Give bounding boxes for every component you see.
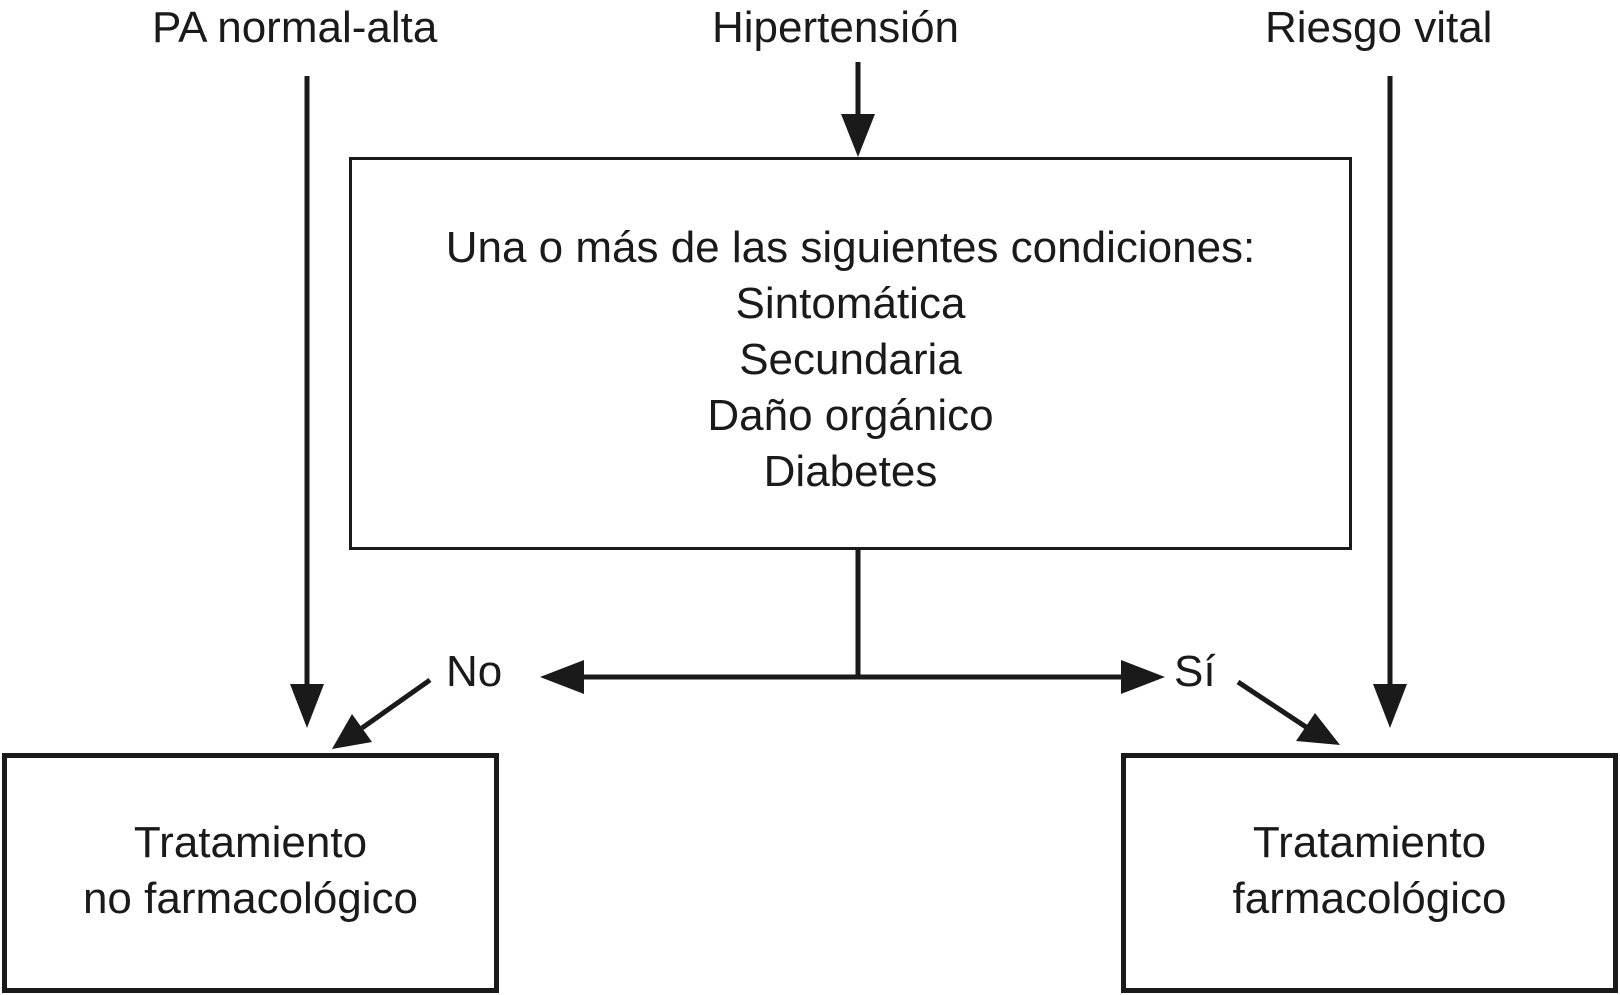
branch-label-si: Sí: [1174, 647, 1216, 696]
arrowhead-si: [1121, 660, 1165, 694]
decision-heading: Una o más de las siguientes condiciones:: [445, 223, 1256, 272]
outcome-text: Tratamiento farmacológico: [1126, 815, 1613, 927]
outcome-line: no farmacológico: [82, 874, 419, 923]
input-label-riesgo-vital: Riesgo vital: [1265, 3, 1493, 52]
outcome-line: farmacológico: [1232, 874, 1507, 923]
outcome-line: Tratamiento: [133, 818, 368, 867]
condition-item: Diabetes: [763, 447, 938, 496]
arrowhead-no: [540, 660, 584, 694]
decision-box: Una o más de las siguientes condiciones:…: [349, 157, 1352, 550]
outcome-box-non-pharmacological: Tratamiento no farmacológico: [2, 753, 499, 993]
outcome-line: Tratamiento: [1252, 818, 1487, 867]
arrowhead-si-diagonal: [1296, 713, 1340, 745]
arrowhead-middle-input: [841, 114, 875, 157]
arrow-si-diagonal: [1236, 679, 1308, 730]
condition-item: Sintomática: [735, 279, 966, 328]
arrowhead-no-diagonal: [332, 714, 372, 749]
input-label-pa-normal-alta: PA normal-alta: [152, 3, 438, 52]
input-label-hipertension: Hipertensión: [712, 3, 960, 52]
outcome-box-pharmacological: Tratamiento farmacológico: [1121, 753, 1618, 993]
condition-item: Secundaria: [739, 335, 962, 384]
arrowhead-right-input: [1373, 684, 1407, 728]
branch-label-no: No: [446, 647, 503, 696]
condition-item: Daño orgánico: [707, 391, 994, 440]
arrow-no-diagonal: [360, 677, 432, 731]
outcome-text: Tratamiento no farmacológico: [7, 815, 494, 927]
arrowhead-left-input: [290, 684, 324, 728]
decision-box-text: Una o más de las siguientes condiciones:…: [352, 220, 1349, 500]
